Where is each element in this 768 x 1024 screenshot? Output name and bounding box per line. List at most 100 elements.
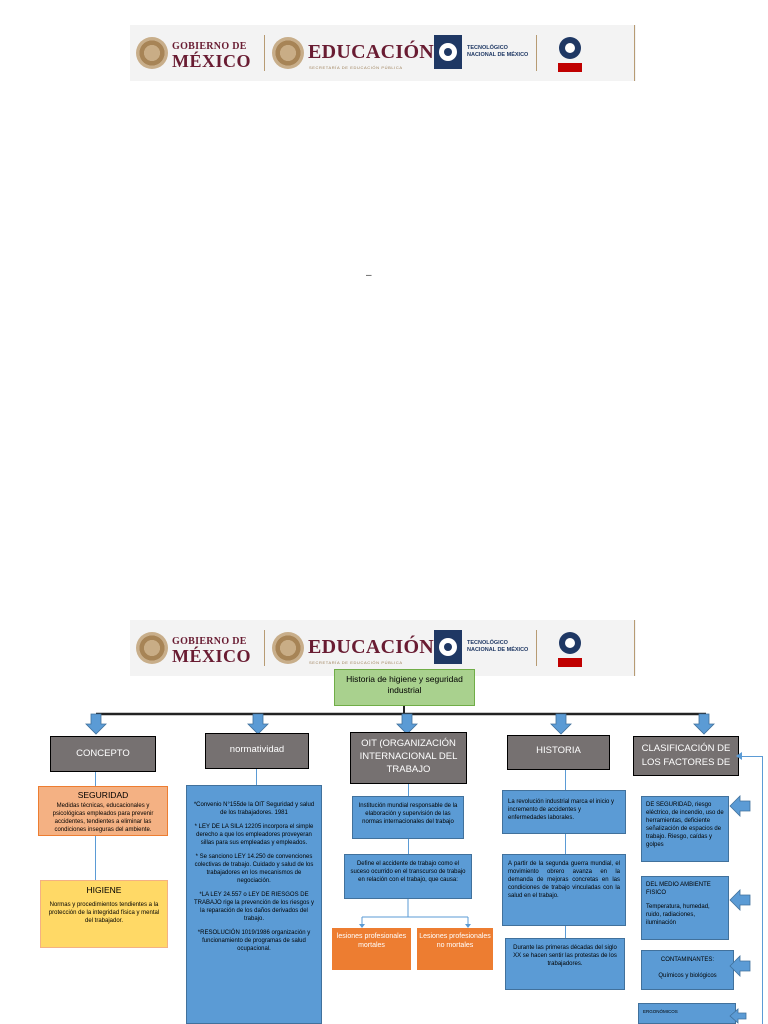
mexico-label: MÉXICO xyxy=(172,646,251,666)
higiene-text: Normas y procedimientos tendientes a la … xyxy=(48,902,160,924)
arrow-left-icon xyxy=(729,889,751,911)
normatividad-box: *Convenio N°155de la OIT Seguridad y sal… xyxy=(186,785,322,1024)
page-mark: – xyxy=(366,270,372,281)
arrow-left-icon xyxy=(736,752,742,760)
factor-ambiente-title: DEL MEDIO AMBIENTE FISICO xyxy=(646,882,711,896)
sep-subtitle: SECRETARÍA DE EDUCACIÓN PÚBLICA xyxy=(309,65,403,70)
connector xyxy=(408,839,409,854)
norm-item-5: *RESOLUCIÓN 1019/1986 organización y fun… xyxy=(197,930,311,952)
arrow-left-icon xyxy=(729,955,751,977)
concepto-label: CONCEPTO xyxy=(76,748,130,759)
divider xyxy=(634,620,635,676)
arrow-left-icon xyxy=(729,795,751,817)
seguridad-title: SEGURIDAD xyxy=(77,790,129,800)
educacion-label: EDUCACIÓN xyxy=(308,41,435,63)
oit-label: OIT (ORGANIZACIÓN INTERNACIONAL DEL TRAB… xyxy=(359,738,458,775)
divider xyxy=(536,630,537,666)
gobierno-label: GOBIERNO DE xyxy=(172,636,247,647)
historia-box-3: Durante las primeras décadas del siglo X… xyxy=(505,938,625,990)
tecnm-line1: TECNOLÓGICO xyxy=(467,640,508,646)
divider xyxy=(264,630,265,666)
lesiones-mortales-box: lesiones profesionales mortales xyxy=(332,928,411,970)
tecnm-line2: NACIONAL DE MÉXICO xyxy=(467,52,529,58)
higiene-box: HIGIENE Normas y procedimientos tendient… xyxy=(40,880,168,948)
sep-seal-icon xyxy=(272,632,304,664)
normatividad-label: normatividad xyxy=(229,744,285,755)
oit-header: OIT (ORGANIZACIÓN INTERNACIONAL DEL TRAB… xyxy=(350,732,467,784)
concepto-header: CONCEPTO xyxy=(50,736,156,772)
sep-subtitle: SECRETARÍA DE EDUCACIÓN PÚBLICA xyxy=(309,660,403,665)
historia-box-2: A partir de la segunda guerra mundial, e… xyxy=(502,854,626,926)
connector xyxy=(762,756,763,1024)
factor-contaminantes-box: CONTAMINANTES: Químicos y biológicos xyxy=(641,950,734,990)
higiene-title: HIGIENE xyxy=(86,885,122,895)
oit-accident-text: Define el accidente de trabajo como el s… xyxy=(350,861,466,883)
factor-seguridad-box: DE SEGURIDAD, riesgo eléctrico, de incen… xyxy=(641,796,729,862)
arrow-down-icon xyxy=(359,924,365,928)
historia-text-2: A partir de la segunda guerra mundial, e… xyxy=(508,861,620,899)
educacion-label: EDUCACIÓN xyxy=(308,636,435,658)
arrow-down-icon xyxy=(693,713,715,735)
oit-accident-box: Define el accidente de trabajo como el s… xyxy=(344,854,472,899)
tecnm-line1: TECNOLÓGICO xyxy=(467,45,508,51)
arrow-left-icon xyxy=(729,1008,747,1024)
tecnm-line2: NACIONAL DE MÉXICO xyxy=(467,647,529,653)
header-banner: GOBIERNO DE MÉXICO EDUCACIÓN SECRETARÍA … xyxy=(130,25,636,81)
normatividad-header: normatividad xyxy=(205,733,309,769)
norm-item-4: *LA LEY 24.557 o LEY DE RIESGOS DE TRABA… xyxy=(193,892,315,922)
factor-ambiente-box: DEL MEDIO AMBIENTE FISICO Temperatura, h… xyxy=(641,876,729,940)
historia-text-1: La revolución industrial marca el inicio… xyxy=(508,799,615,821)
divider xyxy=(264,35,265,71)
historia-label: HISTORIA xyxy=(536,745,581,756)
arrow-down-icon xyxy=(247,713,269,735)
arrow-down-icon xyxy=(465,924,471,928)
connector xyxy=(408,784,409,796)
itsav-logo-icon xyxy=(554,630,586,668)
factor-contaminantes-text: Químicos y biológicos xyxy=(658,973,717,979)
header-banner: GOBIERNO DE MÉXICO EDUCACIÓN SECRETARÍA … xyxy=(130,620,636,676)
seguridad-box: SEGURIDAD Medidas técnicas, educacionale… xyxy=(38,786,168,836)
connector-tree xyxy=(85,706,715,735)
divider xyxy=(536,35,537,71)
arrow-down-icon xyxy=(550,713,572,735)
map-title: Historia de higiene y seguridad industri… xyxy=(346,674,463,695)
norm-item-2: * LEY DE LA SILA 12205 incorpora el simp… xyxy=(194,824,314,846)
factor-arrows xyxy=(729,795,751,1024)
arrow-down-icon xyxy=(396,713,418,735)
connector xyxy=(95,836,96,880)
lesiones-mortales-text: lesiones profesionales mortales xyxy=(336,933,407,949)
tecnm-gear-icon xyxy=(434,630,462,664)
itsav-logo-icon xyxy=(554,35,586,73)
factor-seguridad-text: DE SEGURIDAD, riesgo eléctrico, de incen… xyxy=(646,802,724,848)
mexico-seal-icon xyxy=(136,37,168,69)
mexico-seal-icon xyxy=(136,632,168,664)
historia-header: HISTORIA xyxy=(507,735,610,770)
historia-box-1: La revolución industrial marca el inicio… xyxy=(502,790,626,834)
oit-definition-box: Institución mundial responsable de la el… xyxy=(352,796,464,839)
connector xyxy=(95,772,96,786)
sep-seal-icon xyxy=(272,37,304,69)
norm-item-1: *Convenio N°155de la OIT Seguridad y sal… xyxy=(193,802,315,816)
gobierno-label: GOBIERNO DE xyxy=(172,41,247,52)
tecnm-gear-icon xyxy=(434,35,462,69)
clasificacion-label: CLASIFICACIÓN DE LOS FACTORES DE xyxy=(641,743,731,768)
lesiones-no-mortales-text: Lesiones profesionales no mortales xyxy=(419,933,491,949)
factor-ergonomicos-box: ERGONÓMICOS xyxy=(638,1003,736,1024)
connector xyxy=(565,834,566,854)
factor-ergonomicos-text: ERGONÓMICOS xyxy=(643,1009,678,1014)
historia-text-3: Durante las primeras décadas del siglo X… xyxy=(513,945,617,967)
branch-connector xyxy=(359,899,471,928)
lesiones-no-mortales-box: Lesiones profesionales no mortales xyxy=(417,928,493,970)
connector xyxy=(565,770,566,790)
connector xyxy=(256,769,257,785)
map-title-box: Historia de higiene y seguridad industri… xyxy=(334,669,475,706)
seguridad-text: Medidas técnicas, educacionales y psicol… xyxy=(52,803,154,833)
mexico-label: MÉXICO xyxy=(172,51,251,71)
connector xyxy=(565,926,566,938)
norm-item-3: * Se sanciono LEY 14.250 de convenciones… xyxy=(194,854,314,884)
connector xyxy=(739,756,763,757)
clasificacion-header: CLASIFICACIÓN DE LOS FACTORES DE xyxy=(633,736,739,776)
factor-contaminantes-title: CONTAMINANTES: xyxy=(660,957,715,963)
